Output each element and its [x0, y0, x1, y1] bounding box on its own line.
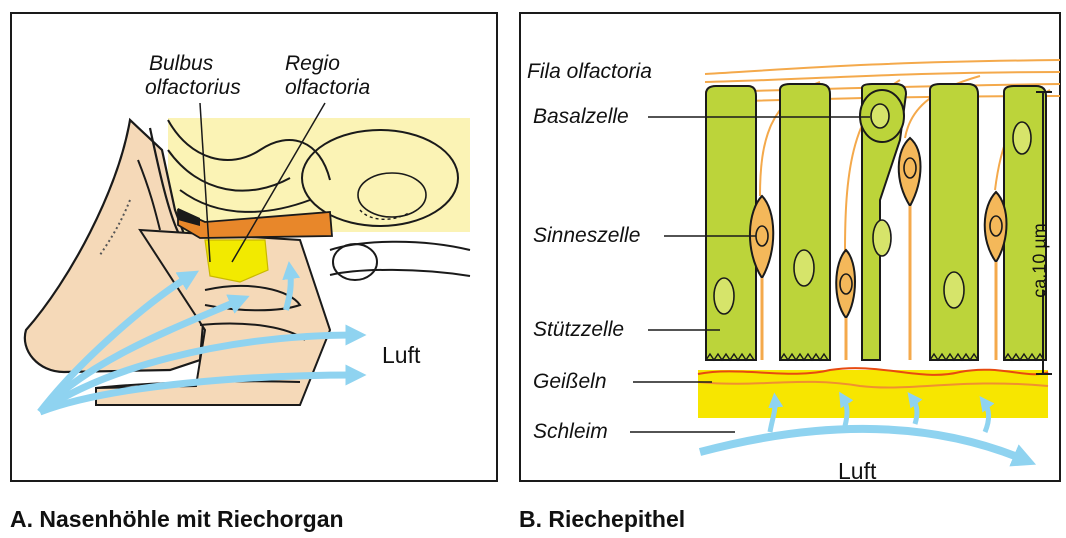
label-luft-a: Luft: [382, 342, 420, 369]
support-cell-1: [706, 86, 756, 360]
label-scale: ca.10 µm: [1030, 211, 1051, 311]
label-regio-line-1: Regio: [285, 52, 370, 76]
label-bulbus-line-1: Bulbus: [145, 52, 241, 76]
label-regio-line-2: olfactoria: [285, 76, 370, 100]
label-geisseln: Geißeln: [533, 370, 607, 394]
air-arrow-b-main: [700, 429, 1025, 460]
label-stuetzzelle: Stützzelle: [533, 318, 624, 342]
label-bulbus-line-2: olfactorius: [145, 76, 241, 100]
label-sinneszelle: Sinneszelle: [533, 224, 640, 248]
label-basalzelle: Basalzelle: [533, 105, 629, 129]
mucus-layer: [698, 370, 1048, 418]
label-bulbus-olfactorius: Bulbus olfactorius: [145, 52, 241, 100]
panel-b-drawing: [630, 60, 1060, 460]
label-schleim: Schleim: [533, 420, 608, 444]
caption-b: B. Riechepithel: [519, 506, 685, 533]
support-cell-2: [780, 84, 830, 360]
label-luft-b: Luft: [838, 458, 876, 485]
label-fila-olfactoria: Fila olfactoria: [527, 60, 652, 84]
label-regio-olfactoria: Regio olfactoria: [285, 52, 370, 100]
support-cell-4: [930, 84, 978, 360]
caption-a: A. Nasenhöhle mit Riechorgan: [10, 506, 344, 533]
